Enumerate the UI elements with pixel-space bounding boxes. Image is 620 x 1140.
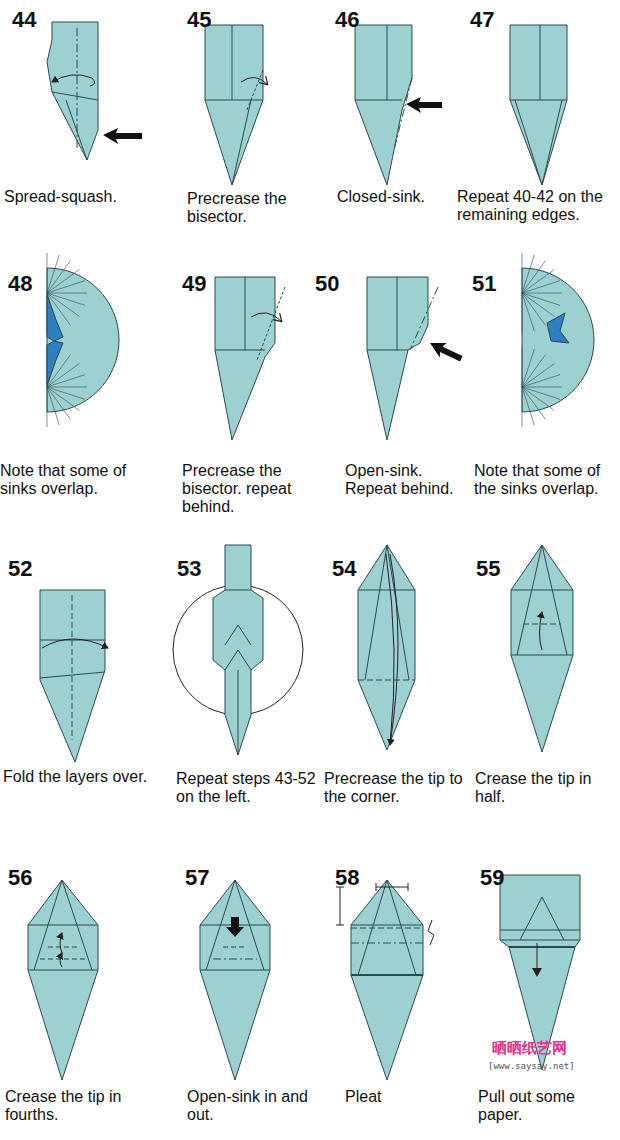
step-caption: Precrease the tip to the corner. [324, 770, 474, 806]
watermark: [www.saysay.net] [488, 1061, 618, 1072]
step-49-figure [215, 277, 285, 440]
step-number: 53 [177, 557, 217, 581]
step-47-figure [510, 25, 567, 185]
watermark: 晒晒纸艺网 [492, 1040, 618, 1057]
step-44-figure [47, 22, 142, 160]
step-number: 50 [315, 272, 355, 296]
step-number: 45 [187, 8, 227, 32]
step-number: 54 [332, 557, 372, 581]
step-50-figure [367, 277, 465, 440]
step-53-figure [173, 545, 303, 755]
step-number: 48 [8, 272, 48, 296]
step-58-figure [336, 880, 434, 1080]
step-57-figure [200, 880, 270, 1080]
step-caption: Crease the tip in fourths. [5, 1088, 155, 1124]
step-number: 55 [476, 557, 516, 581]
step-46-figure [355, 25, 442, 185]
step-45-figure [205, 25, 267, 185]
step-caption: Note that some of the sinks overlap. [474, 462, 620, 498]
step-caption: Pleat [345, 1088, 465, 1106]
step-caption: Closed-sink. [337, 188, 457, 206]
step-number: 44 [12, 8, 52, 32]
step-number: 59 [480, 866, 520, 890]
step-number: 56 [8, 866, 48, 890]
step-48-crease-pattern [47, 253, 119, 427]
step-54-figure [358, 545, 415, 750]
step-caption: Repeat steps 43-52 on the left. [176, 770, 326, 806]
step-number: 58 [335, 866, 375, 890]
step-number: 49 [182, 272, 222, 296]
step-51-crease-pattern [522, 253, 594, 427]
step-caption: Note that some of sinks overlap. [0, 462, 152, 498]
step-caption: Precrease the bisector. [187, 190, 337, 226]
step-caption: Crease the tip in half. [475, 770, 618, 806]
step-caption: Spread-squash. [4, 188, 154, 206]
step-number: 57 [185, 866, 225, 890]
step-number: 51 [472, 272, 512, 296]
step-caption: Repeat 40-42 on the remaining edges. [457, 188, 617, 224]
step-caption: Fold the layers over. [3, 768, 153, 786]
step-caption: Open-sink. Repeat behind. [345, 462, 470, 498]
step-caption: Pull out some paper. [478, 1088, 616, 1124]
step-caption: Open-sink in and out. [187, 1088, 332, 1124]
step-number: 47 [470, 8, 510, 32]
step-number: 52 [8, 557, 48, 581]
step-number: 46 [335, 8, 375, 32]
step-56-figure [28, 880, 98, 1080]
step-52-figure [40, 590, 108, 762]
step-55-figure [511, 545, 573, 752]
step-caption: Precrease the bisector. repeat behind. [182, 462, 340, 516]
